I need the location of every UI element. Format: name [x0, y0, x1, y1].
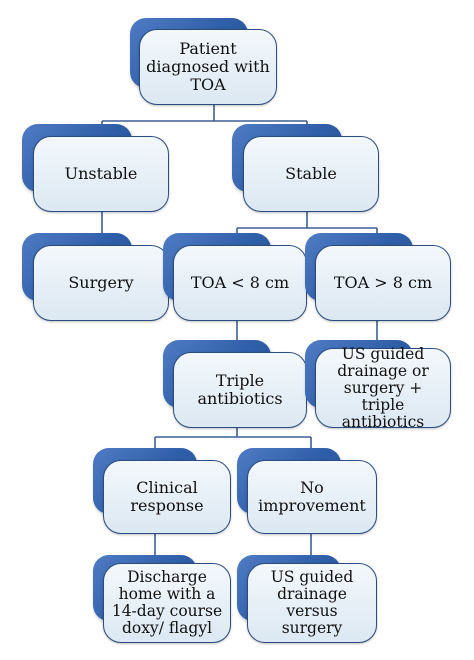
node-triple-antibiotics: Triple antibiotics — [163, 340, 309, 430]
node-us-drainage-or-surgery: US guided drainage or surgery + triple a… — [305, 340, 453, 430]
node-label: TOA > 8 cm — [315, 245, 451, 321]
node-label: US guided drainage versus surgery — [247, 563, 377, 643]
node-label: Surgery — [33, 245, 169, 321]
node-unstable: Unstable — [22, 124, 172, 214]
node-label: Stable — [243, 136, 379, 212]
node-stable: Stable — [232, 124, 382, 214]
node-no-improvement: No improvement — [237, 448, 379, 536]
node-toa-greater-8cm: TOA > 8 cm — [305, 233, 453, 323]
node-surgery: Surgery — [22, 233, 172, 323]
node-label: Discharge home with a 14-day course doxy… — [103, 563, 231, 643]
node-patient-diagnosed: Patient diagnosed with TOA — [130, 18, 280, 108]
node-label: No improvement — [247, 460, 377, 534]
node-label: TOA < 8 cm — [173, 245, 307, 321]
node-us-drainage-vs-surgery: US guided drainage versus surgery — [237, 555, 379, 645]
node-label: Triple antibiotics — [173, 352, 307, 428]
node-label: Clinical response — [103, 460, 231, 534]
node-label: US guided drainage or surgery + triple a… — [315, 345, 451, 430]
node-label: Unstable — [33, 136, 169, 212]
node-discharge-home: Discharge home with a 14-day course doxy… — [93, 555, 233, 645]
node-label: Patient diagnosed with TOA — [139, 29, 277, 105]
node-clinical-response: Clinical response — [93, 448, 233, 536]
node-toa-less-8cm: TOA < 8 cm — [163, 233, 309, 323]
